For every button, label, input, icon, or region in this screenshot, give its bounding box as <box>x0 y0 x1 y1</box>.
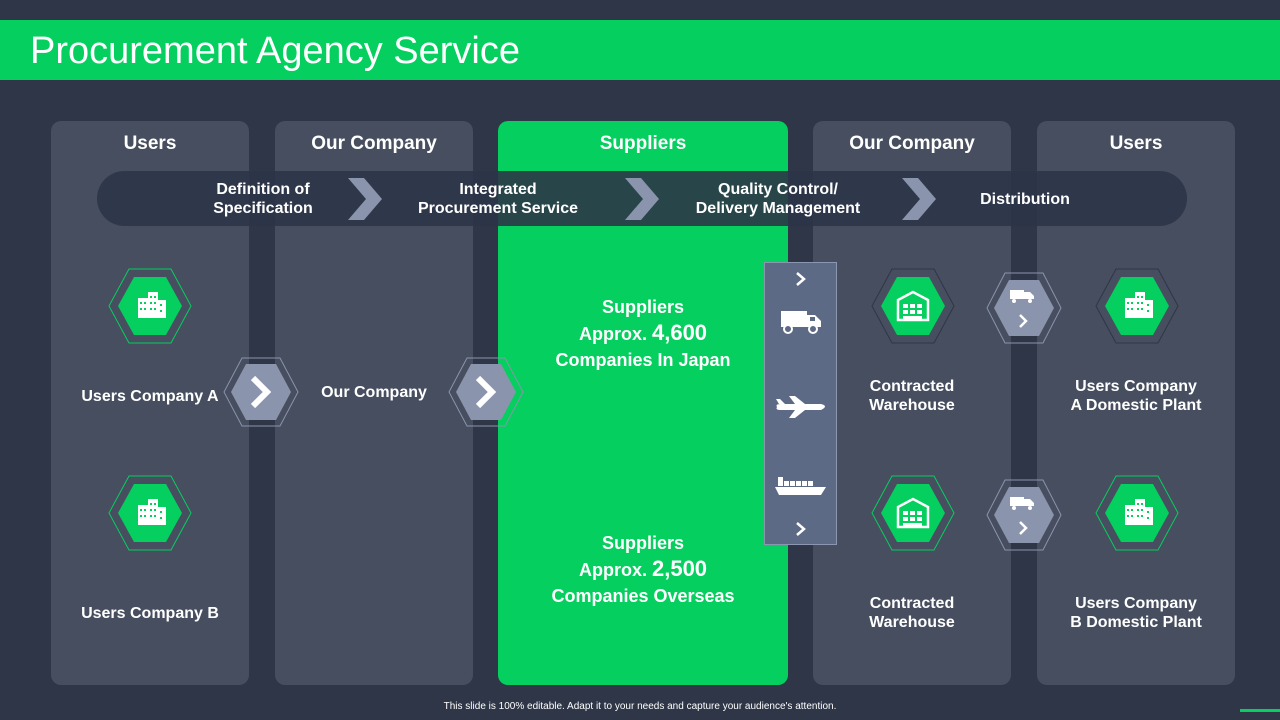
suppliers-japan: Suppliers Approx. 4,600 Companies In Jap… <box>555 297 731 370</box>
our-company-label: Our Company <box>321 384 427 401</box>
column-heading: Our Company <box>311 133 437 154</box>
airplane-icon <box>765 395 836 419</box>
process-step-integrated: Integrated Procurement Service <box>417 181 579 217</box>
chevron-right-icon <box>765 271 836 287</box>
chevron-right-icon <box>902 178 936 220</box>
truck-icon <box>986 479 1062 551</box>
users-company-a-label: Users Company A <box>81 388 219 405</box>
title-bar: Procurement Agency Service <box>0 20 1280 80</box>
users-company-b-plant-label: Users Company B Domestic Plant <box>1070 595 1202 631</box>
chevron-right-icon <box>348 178 382 220</box>
users-company-a-plant-label: Users Company A Domestic Plant <box>1070 378 1202 414</box>
column-heading: Our Company <box>849 133 975 154</box>
building-icon <box>108 475 192 551</box>
footer-note: This slide is 100% editable. Adapt it to… <box>443 701 837 712</box>
building-icon <box>1095 268 1179 344</box>
page-title: Procurement Agency Service <box>30 30 521 72</box>
building-icon <box>1095 475 1179 551</box>
column-heading: Suppliers <box>599 133 687 154</box>
suppliers-overseas: Suppliers Approx. 2,500 Companies Overse… <box>551 533 735 606</box>
users-company-b-label: Users Company B <box>81 605 219 622</box>
warehouse-top-label: Contracted Warehouse <box>869 378 955 414</box>
warehouse-icon <box>871 475 955 551</box>
column-heading: Users <box>1109 133 1163 154</box>
process-step-definition: Definition of Specification <box>213 181 313 217</box>
building-icon <box>108 268 192 344</box>
ship-icon <box>765 475 836 499</box>
warehouse-bottom-label: Contracted Warehouse <box>869 595 955 631</box>
process-step-quality: Quality Control/ Delivery Management <box>695 181 861 217</box>
truck-icon <box>765 305 836 335</box>
process-step-distribution: Distribution <box>980 191 1070 208</box>
warehouse-icon <box>871 268 955 344</box>
chevron-right-icon <box>223 357 299 427</box>
column-heading: Users <box>123 133 177 154</box>
footer-accent-line <box>1240 709 1280 712</box>
transport-strip <box>764 262 837 545</box>
chevron-right-icon <box>625 178 659 220</box>
chevron-right-icon <box>765 521 836 537</box>
truck-icon <box>986 272 1062 344</box>
chevron-right-icon <box>448 357 524 427</box>
